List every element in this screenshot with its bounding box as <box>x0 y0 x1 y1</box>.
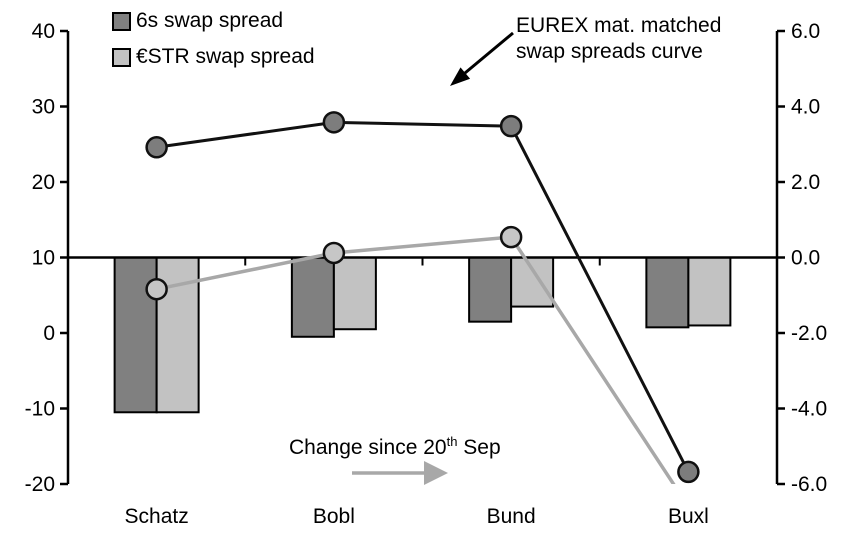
left-axis-tick-label: -10 <box>25 398 55 421</box>
change-annotation-superscript: th <box>446 434 458 449</box>
change-annotation-suffix: Sep <box>457 436 501 459</box>
right-axis-tick-label: 2.0 <box>791 171 820 194</box>
right-axis-tick-label: 6.0 <box>791 20 820 43</box>
curve-annotation-line1: EUREX mat. matched <box>516 14 722 37</box>
bar-6s-buxl <box>645 256 690 329</box>
x-axis-label-bund: Bund <box>487 505 536 528</box>
legend-swatch-estr-icon <box>112 48 131 67</box>
left-axis-tick-label: 40 <box>32 20 55 43</box>
right-axis-tick-label: -4.0 <box>791 398 827 421</box>
bar-estr-bund <box>510 256 555 308</box>
curve-annotation-arrowhead-icon <box>450 67 471 86</box>
change-annotation: Change since 20th Sep <box>289 434 501 460</box>
legend-label-estr: €STR swap spread <box>136 45 315 68</box>
right-axis-tick-label: -2.0 <box>791 322 827 345</box>
bar-estr-buxl <box>687 256 732 327</box>
left-axis-tick-label: 30 <box>32 96 55 119</box>
estr-curve-line <box>156 235 676 484</box>
legend: 6s swap spread €STR swap spread <box>112 10 315 69</box>
curve-annotation-arrow <box>464 31 514 75</box>
right-axis-tick-label: -6.0 <box>791 473 827 496</box>
left-axis-tick-label: 0 <box>43 322 55 345</box>
left-axis-tick-label: 20 <box>32 171 55 194</box>
6s-curve-marker-buxl <box>677 460 700 484</box>
6s-curve-marker-bund <box>499 114 523 138</box>
legend-item-estr: €STR swap spread <box>112 46 315 69</box>
curve-annotation: EUREX mat. matched swap spreads curve <box>516 13 721 65</box>
6s-curve-line <box>156 120 690 473</box>
left-axis-tick-label: -20 <box>25 473 55 496</box>
change-annotation-arrowhead-icon <box>424 461 448 485</box>
estr-curve-marker-schatz <box>145 277 168 301</box>
legend-label-6s: 6s swap spread <box>136 9 284 32</box>
right-axis-tick-label: 0.0 <box>791 247 820 270</box>
curve-annotation-line2: swap spreads curve <box>516 40 703 63</box>
x-axis-label-buxl: Buxl <box>668 505 709 528</box>
bar-6s-bund <box>468 256 513 323</box>
x-axis-label-bobl: Bobl <box>313 505 355 528</box>
left-axis-tick-label: 10 <box>32 247 55 270</box>
x-axis-label-schatz: Schatz <box>125 505 189 528</box>
change-annotation-prefix: Change since 20 <box>289 436 447 459</box>
6s-curve-marker-bobl <box>322 111 346 134</box>
legend-swatch-6s-icon <box>112 12 131 31</box>
estr-curve-marker-bund <box>499 225 523 249</box>
6s-curve-marker-schatz <box>145 136 168 159</box>
bar-6s-bobl <box>290 256 335 338</box>
bar-estr-bobl <box>332 256 377 331</box>
legend-item-6s: 6s swap spread <box>112 10 315 33</box>
estr-curve-marker-bobl <box>322 241 346 265</box>
right-axis-tick-label: 4.0 <box>791 96 820 119</box>
